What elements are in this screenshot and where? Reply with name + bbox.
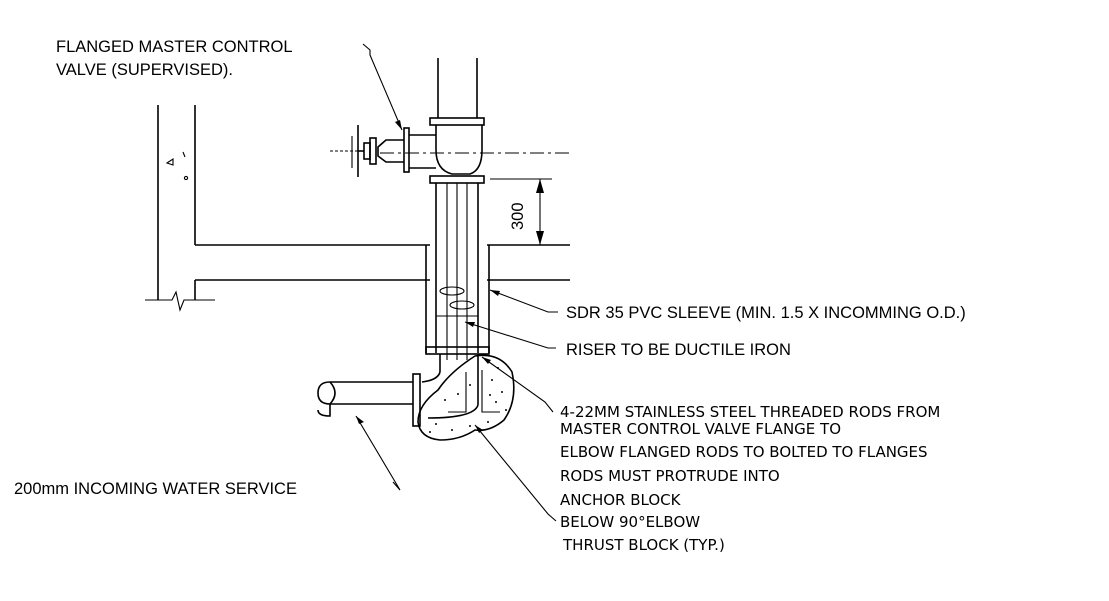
rods-label-line1: 4-22MM STAINLESS STEEL THREADED RODS FRO… (560, 403, 940, 421)
master-control-valve (330, 125, 570, 177)
valve-label-line2: VALVE (SUPERVISED). (56, 61, 233, 79)
rods-label-line6: BELOW 90°ELBOW (560, 513, 700, 531)
sleeve-label: SDR 35 PVC SLEEVE (MIN. 1.5 X INCOMMING … (566, 304, 966, 322)
riser-label: RISER TO BE DUCTILE IRON (566, 341, 791, 359)
rods-label-line5: ANCHOR BLOCK (560, 491, 682, 509)
rods-label-line4: RODS MUST PROTRUDE INTO (560, 467, 780, 485)
leaders (355, 43, 558, 522)
valve-label-line1: FLANGED MASTER CONTROL (56, 38, 293, 56)
dimension-300: 300 (490, 178, 552, 245)
riser-assembly (425, 175, 490, 360)
dimension-value: 300 (509, 202, 527, 230)
service-label: 200mm INCOMING WATER SERVICE (14, 480, 297, 498)
rods-label-line2: MASTER CONTROL VALVE FLANGE TO (560, 420, 841, 438)
top-pipe (429, 58, 485, 175)
rods-label-line3: ELBOW FLANGED RODS TO BOLTED TO FLANGES (560, 443, 928, 461)
thrust-block (417, 354, 515, 441)
thrust-block-label: THRUST BLOCK (TYP.) (562, 536, 725, 554)
wall (145, 105, 570, 312)
elbow-and-service-pipe (317, 354, 479, 427)
concrete-stipple (429, 367, 507, 433)
